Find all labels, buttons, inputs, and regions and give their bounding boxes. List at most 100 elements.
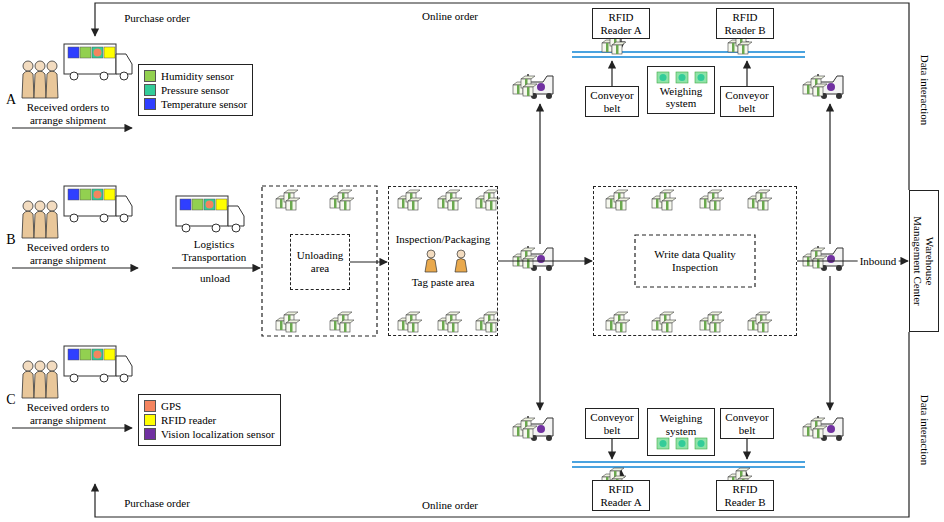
package-icon bbox=[748, 312, 772, 332]
package-box bbox=[758, 201, 768, 210]
note-label: Purchase order bbox=[112, 12, 202, 25]
package-top bbox=[708, 312, 722, 315]
package-box bbox=[448, 201, 458, 210]
package-icon bbox=[803, 248, 827, 268]
package-top bbox=[446, 312, 460, 315]
package-box bbox=[813, 87, 823, 96]
package-icon bbox=[700, 312, 724, 332]
package-icon bbox=[803, 418, 827, 438]
forklift-wheel bbox=[546, 265, 552, 271]
flow-arrow bbox=[12, 127, 132, 128]
package-strap bbox=[656, 321, 659, 330]
person-body bbox=[46, 371, 58, 398]
package-top bbox=[662, 198, 676, 201]
legend-swatch bbox=[144, 98, 156, 110]
row-letter: C bbox=[4, 392, 18, 408]
area-region: Inspection/PackagingTag paste area bbox=[388, 186, 498, 336]
truck-icon bbox=[64, 186, 132, 222]
package-box bbox=[486, 201, 496, 210]
sensor-dot bbox=[70, 49, 78, 57]
note-label: Online order bbox=[400, 10, 500, 23]
sensor-dot bbox=[94, 191, 102, 199]
node-text: Conveyor belt bbox=[724, 411, 770, 436]
package-top bbox=[612, 476, 626, 479]
package-icon bbox=[276, 190, 300, 210]
weighing-dot bbox=[698, 440, 705, 447]
package-box bbox=[523, 259, 533, 268]
sensor-block bbox=[80, 349, 91, 360]
package-strap bbox=[656, 199, 659, 208]
package-strap bbox=[527, 259, 530, 268]
legend-swatch bbox=[144, 70, 156, 82]
package-box bbox=[523, 429, 533, 438]
sensor-dot bbox=[206, 201, 214, 209]
truck-wheel bbox=[100, 374, 108, 382]
package-strap bbox=[704, 321, 707, 330]
sensor-block bbox=[80, 189, 91, 200]
package-top bbox=[708, 190, 722, 193]
forklift-icon bbox=[809, 74, 843, 99]
package-top bbox=[614, 190, 628, 193]
package-strap bbox=[517, 85, 520, 94]
sensor-block bbox=[216, 199, 227, 210]
person-body bbox=[34, 71, 46, 98]
package-top bbox=[521, 418, 535, 421]
package-box bbox=[286, 201, 296, 210]
node-text: Unloading area bbox=[291, 249, 349, 274]
legend-item: GPS bbox=[144, 400, 275, 412]
package-box bbox=[408, 201, 418, 210]
weighing-pad bbox=[695, 72, 707, 83]
legend-text: GPS bbox=[161, 400, 181, 412]
package-box bbox=[616, 201, 626, 210]
legend-box: Humidity sensorPressure sensorTemperatur… bbox=[138, 64, 253, 116]
forklift-arrow bbox=[539, 104, 540, 244]
package-box bbox=[710, 323, 720, 332]
package-top bbox=[610, 468, 624, 471]
package-strap bbox=[490, 323, 493, 332]
note-label: unload bbox=[190, 272, 240, 285]
legend-item: RFID reader bbox=[144, 414, 275, 426]
person-head bbox=[35, 361, 45, 371]
legend-swatch bbox=[144, 414, 156, 426]
reader-box: RFID Reader A bbox=[592, 8, 650, 39]
package-top bbox=[338, 312, 352, 315]
sensor-block bbox=[68, 47, 79, 58]
vision-sensor bbox=[827, 83, 835, 91]
package-box bbox=[612, 45, 622, 54]
package-strap bbox=[290, 201, 293, 210]
legend-text: Humidity sensor bbox=[161, 70, 234, 82]
legend-text: Temperature sensor bbox=[161, 98, 247, 110]
node-text: Weighing system bbox=[650, 85, 712, 110]
note-label: Received orders to arrange shipment bbox=[22, 401, 114, 426]
package-strap bbox=[714, 201, 717, 210]
package-strap bbox=[517, 427, 520, 436]
package-top bbox=[523, 256, 537, 259]
package-top bbox=[813, 84, 827, 87]
package-top bbox=[614, 312, 628, 315]
package-strap bbox=[527, 87, 530, 96]
note-label: Purchase order bbox=[112, 497, 202, 510]
package-top bbox=[738, 42, 752, 45]
vision-sensor bbox=[537, 83, 545, 91]
package-icon bbox=[513, 248, 537, 268]
worker-head bbox=[427, 250, 435, 258]
package-strap bbox=[742, 45, 745, 54]
package-top bbox=[521, 76, 535, 79]
package-strap bbox=[752, 321, 755, 330]
person-body bbox=[22, 371, 34, 398]
sensor-dot bbox=[182, 201, 190, 209]
forklift-wheel bbox=[546, 435, 552, 441]
truck-wheel bbox=[70, 72, 78, 80]
conveyor-box: Conveyor belt bbox=[720, 408, 774, 439]
package-icon bbox=[606, 312, 630, 332]
person-body bbox=[22, 211, 34, 238]
weighing-dot bbox=[660, 74, 667, 81]
package-strap bbox=[344, 323, 347, 332]
sensor-dot bbox=[70, 191, 78, 199]
flow-arrow bbox=[12, 427, 132, 428]
note-label: Logistics Transportation bbox=[172, 238, 256, 263]
sensor-dot bbox=[94, 49, 102, 57]
flow-connector bbox=[350, 261, 387, 262]
note-label: Received orders to arrange shipment bbox=[22, 101, 114, 126]
package-top bbox=[448, 320, 462, 323]
